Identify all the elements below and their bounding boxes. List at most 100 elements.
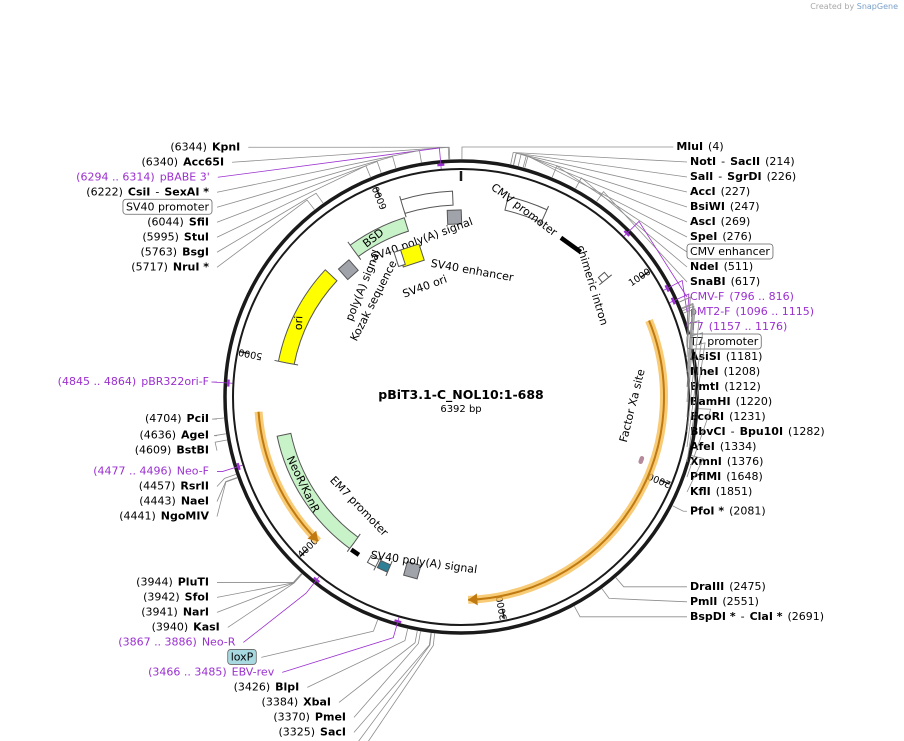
site-label-bmti-1212: BmtI(1212) bbox=[681, 303, 761, 393]
site-label-loxp: loxP bbox=[227, 619, 379, 665]
label-part: (247) bbox=[730, 200, 760, 213]
label-part: (5763) bbox=[141, 245, 178, 258]
site-label-4457-rsrii: (4457)RsrII bbox=[139, 474, 237, 493]
watermark-prefix: Created by bbox=[810, 2, 855, 11]
leader-line bbox=[216, 474, 237, 487]
label-part: SacI bbox=[320, 725, 346, 738]
label-part: (1376) bbox=[727, 455, 764, 468]
feature-box bbox=[122, 198, 213, 215]
label-part: (3384) bbox=[262, 695, 299, 708]
label-part: (2551) bbox=[722, 595, 759, 608]
label-part: CsiI bbox=[128, 185, 150, 198]
tick-label-1000: 1000 bbox=[627, 266, 653, 289]
label-part: (6044) bbox=[147, 215, 184, 228]
label-part: BsiWI bbox=[690, 200, 725, 213]
leader-line bbox=[686, 455, 704, 493]
label-part: (4441) bbox=[119, 510, 156, 523]
leader-line bbox=[243, 576, 320, 643]
site-label-3867-3886-neo-r: (3867 .. 3886)Neo-R bbox=[118, 576, 321, 648]
label-part: Neo-F bbox=[177, 465, 209, 478]
leader-line bbox=[522, 155, 688, 223]
watermark-brand: SnapGene bbox=[856, 2, 898, 11]
label-part: - bbox=[721, 155, 725, 168]
site-label-3426-blpi: (3426)BlpI bbox=[234, 628, 409, 693]
label-part: loxP bbox=[231, 650, 254, 663]
label-part: AfeI bbox=[690, 440, 715, 453]
leader-line bbox=[216, 192, 324, 253]
leader-line bbox=[217, 147, 442, 178]
label-part: NaeI bbox=[181, 495, 209, 508]
primer-mark bbox=[664, 284, 670, 293]
site-label-asisi-1181: AsiSI(1181) bbox=[679, 296, 762, 363]
feature-cmv-promoter bbox=[504, 195, 550, 227]
label-part: (4477 .. 4496) bbox=[93, 465, 172, 478]
label-part: - bbox=[741, 610, 745, 623]
site-label-6044-sfii: (6044) SfiI bbox=[147, 160, 382, 228]
label-part: BmtI bbox=[690, 380, 719, 393]
leader-line bbox=[601, 588, 688, 603]
label-part: EcoRI bbox=[690, 410, 724, 423]
feature-orf-10-highlight bbox=[254, 411, 321, 545]
label-part: (6340) bbox=[142, 155, 179, 168]
leader-line bbox=[679, 296, 691, 358]
label-part: (3867 .. 3886) bbox=[118, 635, 197, 648]
label-part: (3325) bbox=[278, 725, 315, 738]
label-part: (1157 .. 1176) bbox=[709, 320, 788, 333]
leader-line bbox=[368, 633, 436, 741]
leader-line bbox=[551, 165, 688, 253]
label-part: BamHI bbox=[690, 395, 731, 408]
kozak-box bbox=[393, 249, 406, 268]
label-part: (276) bbox=[722, 230, 752, 243]
leader-line bbox=[686, 342, 706, 463]
feature-neor-kanr bbox=[276, 432, 361, 552]
label-part: (5717) bbox=[131, 260, 168, 273]
leader-line bbox=[686, 408, 712, 478]
label-part: (214) bbox=[765, 155, 795, 168]
leader-line bbox=[216, 156, 397, 208]
leader-line bbox=[353, 633, 432, 733]
label-part: MluI bbox=[676, 140, 703, 153]
leader-line bbox=[216, 477, 238, 517]
site-label-bspdi-clai-2691: BspDI *-ClaI *(2691) bbox=[573, 606, 824, 623]
feature-poly-a-signal bbox=[337, 259, 359, 281]
label-part: (1231) bbox=[729, 410, 766, 423]
site-label-4636-agei: (4636)AgeI bbox=[139, 429, 226, 442]
site-label-t7-promoter: T7 promoter bbox=[679, 296, 762, 350]
label-part: (4845 .. 4864) bbox=[58, 375, 137, 388]
label-part: BbvCI bbox=[690, 425, 726, 438]
label-part: SgrDI bbox=[727, 170, 761, 183]
plasmid-name: pBiT3.1-C_NOL10:1-688 bbox=[378, 387, 543, 403]
site-label-4609-bstbi: (4609)BstBI bbox=[135, 439, 227, 457]
leader-line bbox=[681, 303, 694, 388]
feature-terminator-15 bbox=[446, 209, 463, 225]
leader-line bbox=[573, 606, 687, 618]
site-label-6344-kpni: (6344)KpnI bbox=[170, 140, 451, 160]
label-part: SfiI bbox=[189, 215, 209, 228]
leader-line bbox=[682, 305, 695, 403]
label-part: (4636) bbox=[139, 429, 176, 442]
label-part: (511) bbox=[724, 260, 754, 273]
site-label-mlui-4: MluI(4) bbox=[461, 140, 724, 160]
tick-label-3000: 3000 bbox=[494, 595, 509, 621]
leader-line bbox=[261, 619, 379, 658]
label-part: BlpI bbox=[275, 680, 299, 693]
tick-mark-5000 bbox=[239, 350, 250, 355]
site-label-5763-bsgi: (5763)BsgI bbox=[141, 192, 324, 258]
label-part: (227) bbox=[721, 185, 751, 198]
label-part: pBR322ori-F bbox=[141, 375, 209, 388]
leader-line bbox=[216, 160, 382, 223]
site-label-6340-acc65i: (6340)Acc65I bbox=[142, 146, 450, 168]
label-part: RsrII bbox=[180, 480, 209, 493]
label-part: (3941) bbox=[141, 605, 178, 618]
label-part: (6344) bbox=[170, 140, 207, 153]
leader-line bbox=[227, 573, 303, 628]
feature-box bbox=[686, 333, 762, 350]
site-label-xmni-1376: XmnI(1376) bbox=[686, 342, 764, 468]
leader-line bbox=[211, 381, 233, 384]
label-part: NarI bbox=[183, 605, 209, 618]
leader-line bbox=[217, 573, 302, 583]
site-label-acci-227: AccI(227) bbox=[513, 152, 751, 198]
site-label-paer7i-pspxi-xhoi-3309: PaeR7I-PspXI-XhoI(3309) bbox=[368, 633, 436, 741]
